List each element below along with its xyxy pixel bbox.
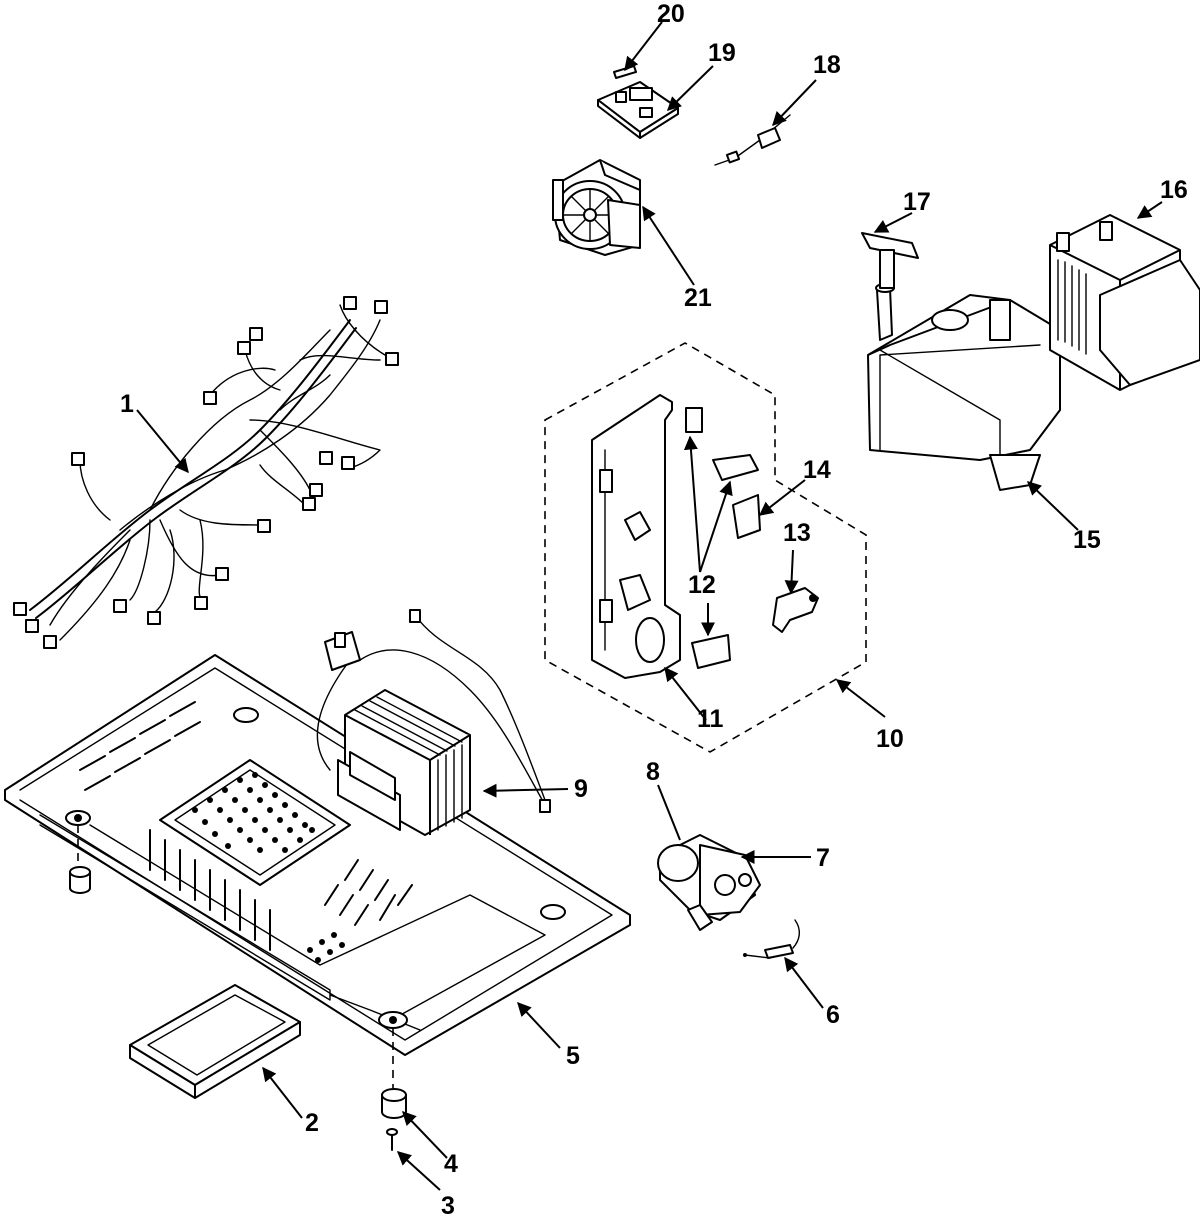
callout-3: 3	[441, 1192, 455, 1220]
callout-13: 13	[783, 519, 811, 547]
drip-tray	[129, 984, 301, 1099]
interlock-switch-assembly	[544, 342, 867, 753]
callout-17: 17	[903, 188, 931, 216]
fuse	[613, 65, 637, 79]
callout-7: 7	[816, 844, 830, 872]
callout-8: 8	[646, 758, 660, 786]
thermal-wire	[714, 114, 791, 166]
callout-11: 11	[697, 705, 724, 733]
callout-9: 9	[574, 775, 588, 803]
transformer	[316, 609, 551, 836]
leader-lines	[136, 21, 1163, 1191]
magnetron	[1049, 214, 1200, 391]
callout-10: 10	[876, 725, 904, 753]
callout-labels: 1 2 3 4 5 6 7 8 9 10 11 12 13 14 15 16 1…	[120, 0, 1188, 1220]
thermostat	[861, 232, 919, 341]
hv-diode	[743, 919, 800, 959]
callout-1: 1	[120, 390, 134, 418]
callout-20: 20	[657, 0, 685, 28]
fan-motor-assembly	[552, 159, 641, 256]
callout-5: 5	[566, 1042, 580, 1070]
callout-21: 21	[684, 284, 712, 312]
callout-12: 12	[688, 571, 716, 599]
callout-14: 14	[803, 456, 831, 484]
callout-16: 16	[1160, 176, 1188, 204]
base-plate	[4, 654, 631, 1056]
callout-19: 19	[708, 39, 736, 67]
control-board	[597, 81, 679, 139]
callout-4: 4	[444, 1150, 458, 1178]
callout-18: 18	[813, 51, 841, 79]
rubber-feet	[69, 825, 407, 1119]
callout-6: 6	[826, 1001, 840, 1029]
wire-harness	[13, 296, 399, 649]
hv-capacitor	[657, 834, 761, 931]
callout-15: 15	[1073, 526, 1101, 554]
waveguide-duct	[867, 294, 1061, 491]
callout-2: 2	[305, 1109, 319, 1137]
screw	[386, 1128, 398, 1151]
